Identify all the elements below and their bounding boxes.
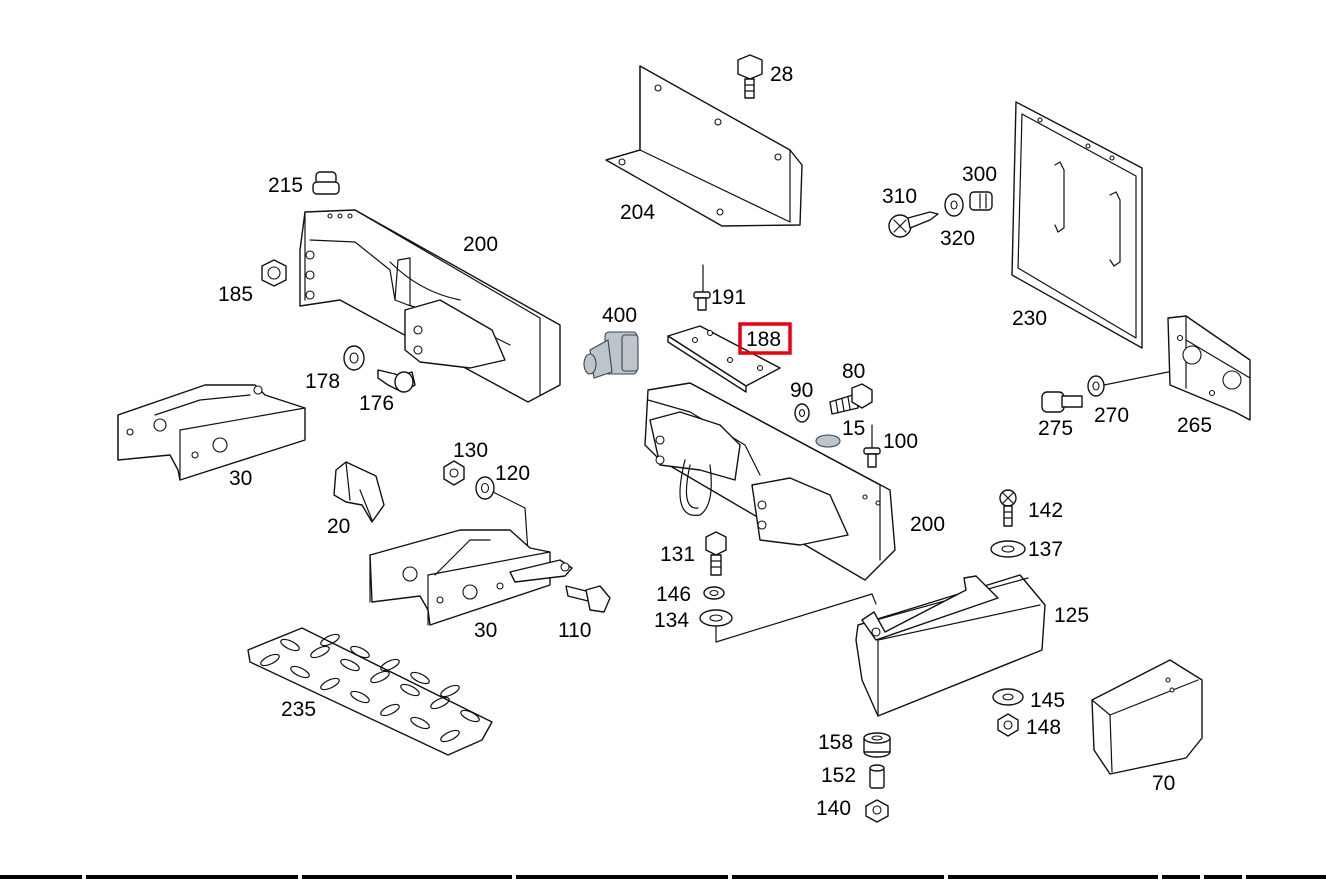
part-158-spacer — [863, 732, 891, 758]
callout-320[interactable]: 320 — [940, 227, 975, 250]
callout-270[interactable]: 270 — [1094, 404, 1129, 427]
part-152-sleeve — [869, 764, 885, 789]
callout-142[interactable]: 142 — [1028, 499, 1063, 522]
part-70-cover — [1091, 659, 1203, 775]
part-188-plate — [667, 325, 781, 393]
callout-137[interactable]: 137 — [1028, 538, 1063, 561]
callout-130[interactable]: 130 — [453, 439, 488, 462]
part-145-washer — [992, 688, 1024, 706]
part-137-washer — [990, 540, 1026, 558]
part-130-nut — [443, 460, 465, 486]
callout-145[interactable]: 145 — [1030, 689, 1065, 712]
part-178-washer — [343, 345, 365, 371]
part-140-nut — [865, 799, 889, 823]
callout-80[interactable]: 80 — [842, 360, 865, 383]
part-120-washer — [475, 476, 529, 553]
callout-185[interactable]: 185 — [218, 283, 253, 306]
part-148-nut — [997, 713, 1019, 737]
callout-100[interactable]: 100 — [883, 430, 918, 453]
callout-265[interactable]: 265 — [1177, 414, 1212, 437]
callout-188-highlight-box — [738, 322, 792, 355]
callout-30-upper[interactable]: 30 — [229, 467, 252, 490]
callout-70[interactable]: 70 — [1152, 772, 1175, 795]
callout-120[interactable]: 120 — [495, 462, 530, 485]
part-200-crossmember-lower — [644, 382, 896, 581]
callout-178[interactable]: 178 — [305, 370, 340, 393]
callout-188[interactable]: 188 — [746, 328, 781, 351]
callout-310[interactable]: 310 — [882, 185, 917, 208]
part-176-bolt — [377, 369, 416, 393]
callout-204[interactable]: 204 — [620, 201, 655, 224]
part-265-bracket — [1167, 315, 1251, 421]
callout-140[interactable]: 140 — [816, 797, 851, 820]
part-310-screw — [888, 211, 939, 238]
part-80-bolt — [829, 383, 873, 415]
callout-191[interactable]: 191 — [711, 286, 746, 309]
callout-131[interactable]: 131 — [660, 543, 695, 566]
part-110-bolt — [565, 585, 611, 613]
callout-230[interactable]: 230 — [1012, 307, 1047, 330]
part-185-nut — [261, 259, 287, 287]
part-215-cap — [312, 171, 340, 195]
callout-176[interactable]: 176 — [359, 392, 394, 415]
part-200-crossmember-upper — [299, 209, 561, 403]
part-20-clip — [333, 461, 385, 523]
callout-200-upper[interactable]: 200 — [463, 233, 498, 256]
callout-275[interactable]: 275 — [1038, 417, 1073, 440]
part-146-lock-washer — [703, 586, 725, 600]
part-230-mud-flap — [1011, 101, 1143, 349]
part-100-rivet — [863, 424, 881, 468]
part-191-rivet — [693, 264, 711, 311]
part-142-screw — [999, 489, 1017, 527]
callout-148[interactable]: 148 — [1026, 716, 1061, 739]
callout-134[interactable]: 134 — [654, 609, 689, 632]
callout-30-lower[interactable]: 30 — [474, 619, 497, 642]
callout-20[interactable]: 20 — [327, 515, 350, 538]
part-131-bolt — [705, 531, 727, 576]
callout-152[interactable]: 152 — [821, 764, 856, 787]
callout-235[interactable]: 235 — [281, 698, 316, 721]
callout-146[interactable]: 146 — [656, 583, 691, 606]
callout-158[interactable]: 158 — [818, 731, 853, 754]
callout-15[interactable]: 15 — [842, 417, 865, 440]
part-28-bolt — [737, 54, 763, 99]
callout-300[interactable]: 300 — [962, 163, 997, 186]
callout-90[interactable]: 90 — [790, 379, 813, 402]
part-15-plug — [815, 434, 841, 448]
callout-200-lower[interactable]: 200 — [910, 513, 945, 536]
part-320-washer — [944, 193, 964, 217]
callout-110[interactable]: 110 — [558, 619, 591, 642]
callout-labels: 28 215 200 204 310 300 320 185 191 400 1… — [218, 63, 1212, 820]
part-125-step-housing — [855, 574, 1046, 717]
part-275-bolt — [1041, 391, 1083, 413]
part-90-washer — [794, 403, 810, 423]
part-235-tread-plate — [247, 627, 493, 756]
callout-125[interactable]: 125 — [1054, 604, 1089, 627]
part-400-socket — [583, 331, 639, 379]
part-30-support-arm-lower — [369, 529, 573, 626]
part-204-angle-bracket — [605, 65, 803, 227]
part-270-washer — [1087, 369, 1179, 397]
part-134-washer — [699, 593, 877, 643]
part-30-support-arm-upper — [117, 384, 306, 481]
callout-215[interactable]: 215 — [268, 174, 303, 197]
callout-400[interactable]: 400 — [602, 304, 637, 327]
callout-28[interactable]: 28 — [770, 63, 793, 86]
part-300-clip — [969, 191, 993, 211]
